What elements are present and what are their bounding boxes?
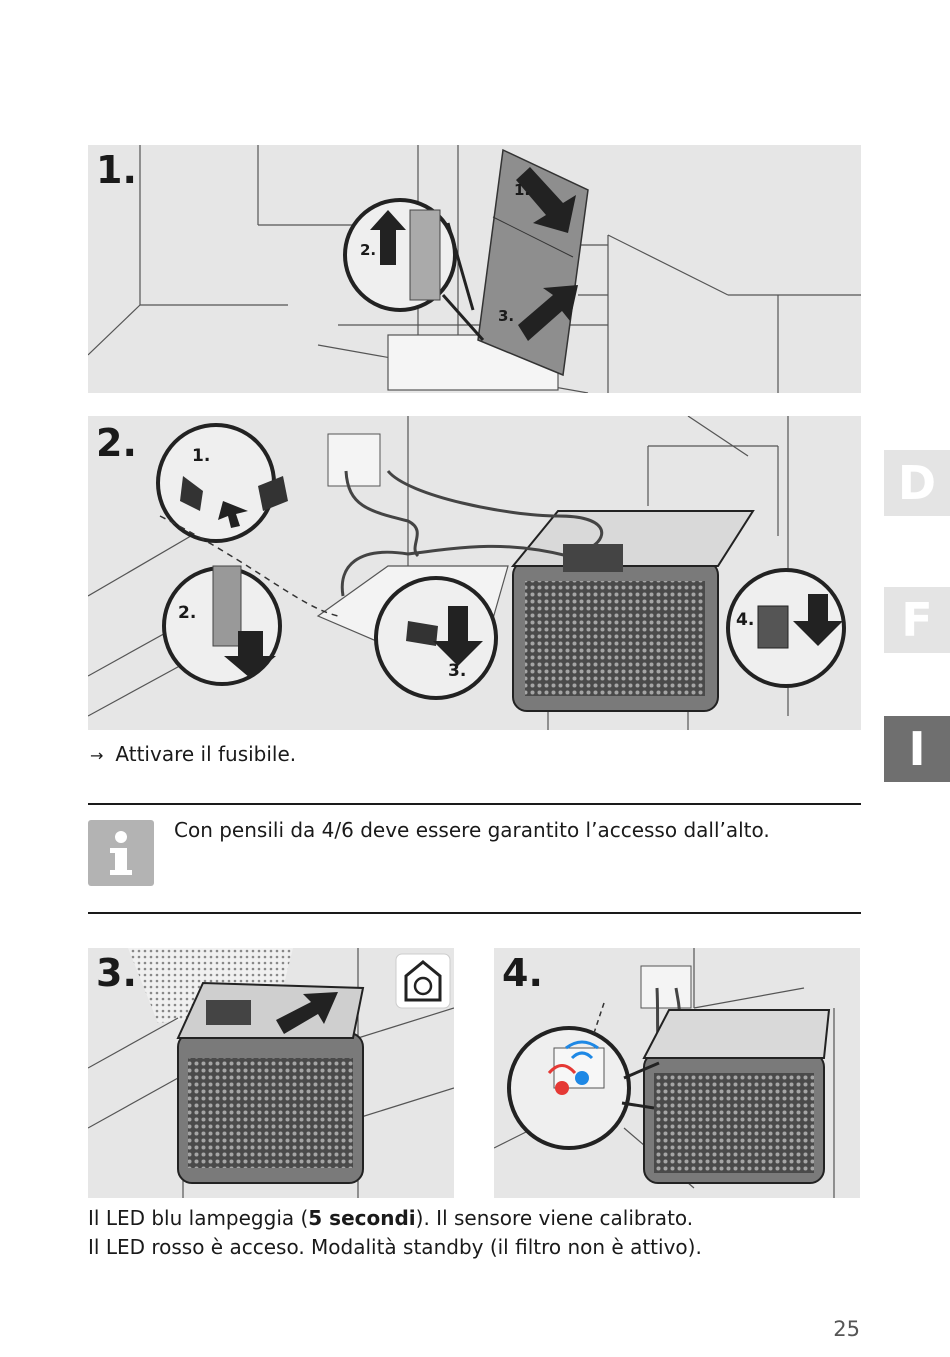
step2-note-text: Attivare il fusibile. xyxy=(115,742,297,766)
language-tab-i-label: I xyxy=(908,722,926,776)
language-tab-f[interactable]: F xyxy=(884,587,950,653)
figure-1-callout-1: 1. xyxy=(514,181,531,199)
figure-2-callout-3: 3. xyxy=(448,661,467,681)
led-blue-duration: 5 secondi xyxy=(308,1206,416,1230)
figure-1-callout-3: 3. xyxy=(498,307,515,325)
language-tab-d-label: D xyxy=(897,456,937,510)
figure-3-label: 3. xyxy=(96,951,137,995)
figure-1-illustration xyxy=(88,145,861,393)
info-text: Con pensili da 4/6 deve essere garantito… xyxy=(174,818,770,842)
language-tab-d[interactable]: D xyxy=(884,450,950,516)
arrow-right-icon: → xyxy=(90,746,104,765)
figure-1-callout-2: 2. xyxy=(360,241,377,259)
figure-2: 2. 1. 2. 3. 4. xyxy=(88,416,861,730)
figure-4: 4. xyxy=(494,948,860,1198)
step2-note: → Attivare il fusibile. xyxy=(90,742,296,766)
home-icon xyxy=(404,960,442,1002)
figure-2-illustration xyxy=(88,416,846,730)
figure-2-callout-1: 1. xyxy=(192,446,211,466)
blue-led xyxy=(575,1071,589,1085)
red-led xyxy=(555,1081,569,1095)
figure-2-label: 2. xyxy=(96,421,137,465)
figure-3-illustration xyxy=(88,948,454,1198)
figure-3: 3. xyxy=(88,948,454,1198)
led-blue-suffix: ). Il sensore viene calibrato. xyxy=(415,1206,694,1230)
info-top-rule xyxy=(88,803,861,805)
led-blue-text: Il LED blu lampeggia (5 secondi). Il sen… xyxy=(88,1206,693,1230)
page-number: 25 xyxy=(833,1317,860,1341)
figure-1-label: 1. xyxy=(96,148,137,192)
info-bottom-rule xyxy=(88,912,861,914)
info-icon xyxy=(88,820,154,886)
figure-4-illustration xyxy=(494,948,835,1198)
figure-2-callout-2: 2. xyxy=(178,603,197,623)
led-red-text: Il LED rosso è acceso. Modalità standby … xyxy=(88,1235,702,1259)
led-blue-prefix: Il LED blu lampeggia ( xyxy=(88,1206,309,1230)
figure-2-callout-4: 4. xyxy=(736,610,755,630)
figure-4-label: 4. xyxy=(502,951,543,995)
language-tab-i[interactable]: I xyxy=(884,716,950,782)
figure-1: 1. 1. 2. 3. xyxy=(88,145,861,393)
language-tab-f-label: F xyxy=(901,593,933,647)
